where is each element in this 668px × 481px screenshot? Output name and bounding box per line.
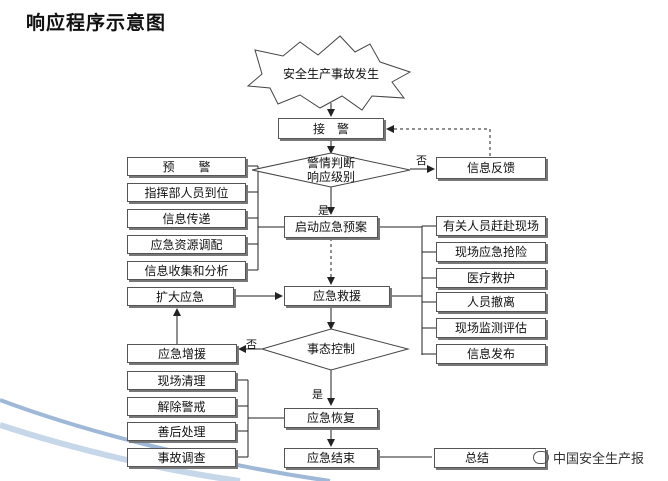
left-item-info-collect: 信息收集和分析 — [127, 261, 246, 280]
node-end: 应急结束 — [284, 448, 378, 468]
node-info-feedback: 信息反馈 — [436, 157, 546, 179]
node-reinforcement: 应急增援 — [127, 344, 237, 363]
label-no-2: 否 — [246, 338, 257, 351]
left-item-resource-dispatch: 应急资源调配 — [127, 235, 246, 254]
control-decision-diamond — [260, 328, 410, 371]
node-recovery: 应急恢复 — [284, 408, 378, 428]
right-item-site-rescue: 现场应急抢险 — [436, 242, 546, 262]
left-item-lift-cordon: 解除警戒 — [127, 397, 236, 416]
wechat-icon — [532, 451, 549, 464]
node-summary: 总结 — [434, 448, 546, 468]
right-item-medical: 医疗救护 — [436, 268, 546, 288]
start-event-label: 安全生产事故发生 — [282, 67, 379, 81]
alarm-decision-line1: 警情判断 — [306, 156, 355, 170]
right-item-personnel-arrive: 有关人员赶赴现场 — [436, 216, 546, 236]
watermark-text: 中国安全生产报 — [552, 452, 644, 467]
left-item-info-transfer: 信息传递 — [127, 209, 246, 228]
node-emergency-rescue: 应急救援 — [284, 286, 390, 306]
alarm-decision-text: 警情判断 响应级别 — [281, 156, 381, 184]
alarm-decision-diamond — [251, 152, 411, 188]
left-item-warning: 预 警 — [127, 157, 246, 176]
left-item-site-clean: 现场清理 — [127, 371, 236, 390]
control-decision-text: 事态控制 — [306, 342, 355, 356]
start-starburst — [246, 35, 412, 111]
node-start-plan: 启动应急预案 — [284, 216, 378, 238]
watermark: 中国安全生产报 — [532, 448, 644, 467]
right-item-info-release: 信息发布 — [436, 344, 546, 364]
alarm-decision-line2: 响应级别 — [306, 170, 355, 184]
left-item-aftermath: 善后处理 — [127, 422, 236, 441]
node-receive-alarm: 接 警 — [278, 118, 384, 139]
right-item-monitoring: 现场监测评估 — [436, 318, 546, 338]
left-item-command-ready: 指挥部人员到位 — [127, 183, 246, 202]
page-title: 响应程序示意图 — [26, 12, 167, 34]
right-item-evacuation: 人员撤离 — [436, 292, 546, 312]
label-no-1: 否 — [416, 154, 427, 167]
left-item-investigation: 事故调查 — [127, 448, 236, 467]
node-expand-emergency: 扩大应急 — [127, 287, 234, 306]
label-yes-1: 是 — [318, 204, 329, 217]
label-yes-2: 是 — [312, 388, 323, 401]
